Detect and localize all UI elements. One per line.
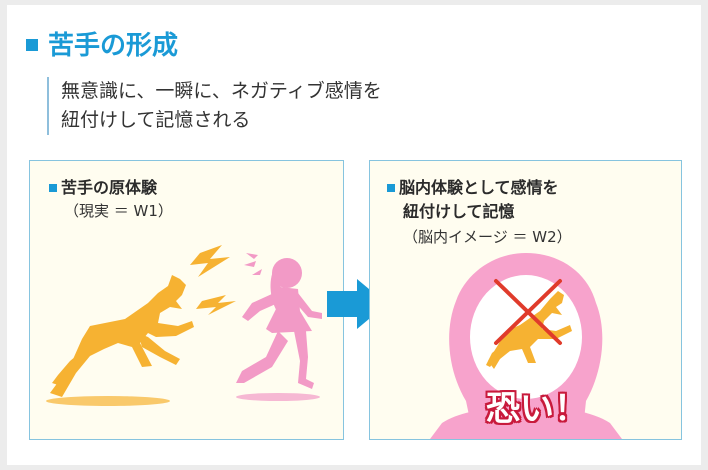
page-title: 苦手の形成 xyxy=(48,31,179,61)
panel-heading-line-2: 紐付けして記憶 xyxy=(403,202,515,221)
panel-brain-memory: 脳内体験として感情を 紐付けして記憶 （脳内イメージ ＝ W2） 恐い！ xyxy=(369,160,682,440)
panel-original-experience: 苦手の原体験 （現実 ＝ W1） xyxy=(29,160,344,440)
panel-bullet-icon xyxy=(387,184,395,192)
panel-heading: 苦手の原体験 xyxy=(61,178,158,197)
panel-bullet-icon xyxy=(49,184,57,192)
brain-image-illustration xyxy=(430,253,622,439)
girl-shadow xyxy=(236,393,320,401)
dog-shadow xyxy=(46,396,170,406)
cross-mark-icon xyxy=(494,279,562,345)
girl-running-icon xyxy=(236,253,322,389)
dog-chasing-girl-illustration xyxy=(46,245,322,406)
panel-subheading: （現実 ＝ W1） xyxy=(64,202,173,220)
dog-silhouette-icon xyxy=(486,291,572,369)
emotion-label: 恐い！ xyxy=(486,389,588,429)
lead-line-1: 無意識に、一瞬に、ネガティブ感情を xyxy=(61,80,382,102)
title-bullet-icon xyxy=(26,39,38,51)
dog-silhouette-icon xyxy=(50,275,194,397)
panel-heading-line-1: 脳内体験として感情を xyxy=(399,178,559,197)
panel-subheading: （脳内イメージ ＝ W2） xyxy=(403,228,572,246)
lead-text: 無意識に、一瞬に、ネガティブ感情を 紐付けして記憶される xyxy=(47,77,501,135)
lead-line-2: 紐付けして記憶される xyxy=(61,109,251,131)
lightning-icon xyxy=(190,245,236,315)
